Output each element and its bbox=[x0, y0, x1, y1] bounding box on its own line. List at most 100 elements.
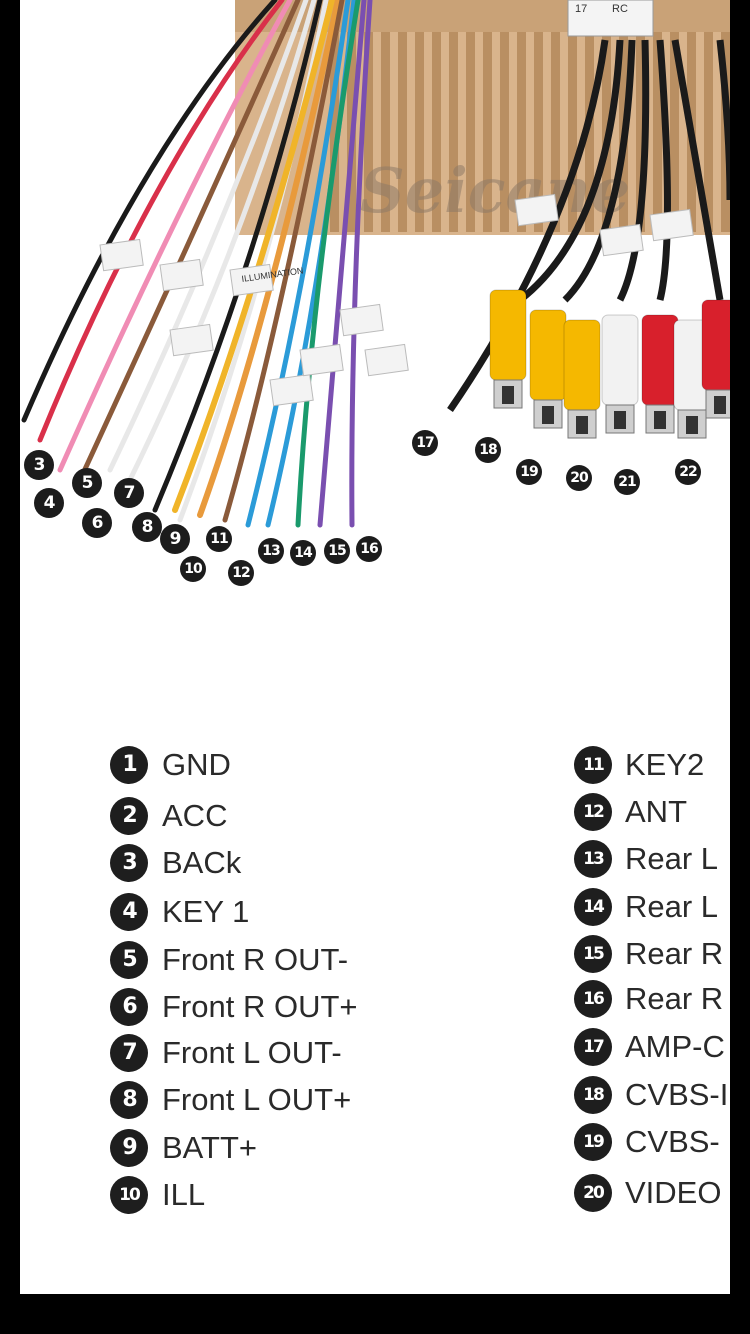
legend-number-badge: 9 bbox=[110, 1129, 148, 1167]
rca-plug-body bbox=[489, 289, 527, 381]
cable-tag bbox=[514, 193, 559, 227]
legend-label: Front L OUT- bbox=[162, 1035, 342, 1070]
fin bbox=[704, 32, 713, 232]
legend-number-badge: 6 bbox=[110, 988, 148, 1026]
legend-number-badge: 16 bbox=[574, 980, 612, 1018]
rca-plug-hole bbox=[576, 416, 588, 434]
legend-number-badge: 2 bbox=[110, 797, 148, 835]
fin bbox=[330, 32, 339, 232]
legend-label: Rear L bbox=[625, 889, 719, 924]
legend-number-badge: 3 bbox=[110, 844, 148, 882]
rca-plug-hole bbox=[542, 406, 554, 424]
legend-label: BACk bbox=[162, 845, 242, 880]
wire-number-badge: 19 bbox=[516, 459, 542, 485]
fin bbox=[636, 32, 645, 232]
fin bbox=[449, 32, 458, 232]
video-cable bbox=[716, 39, 730, 201]
rca-plug-body bbox=[529, 309, 567, 401]
legend-number-badge: 19 bbox=[574, 1123, 612, 1161]
wire-number-badge: 13 bbox=[258, 538, 284, 564]
legend-number-badge: 18 bbox=[574, 1076, 612, 1114]
legend-label: Rear L bbox=[625, 841, 719, 876]
fin bbox=[585, 32, 594, 232]
video-cable bbox=[671, 39, 724, 301]
wire bbox=[152, 0, 323, 513]
legend-number-badge: 7 bbox=[110, 1034, 148, 1072]
legend-label: ANT bbox=[625, 794, 687, 829]
fin bbox=[500, 32, 509, 232]
cable-tag bbox=[99, 238, 144, 272]
legend-label: Rear R bbox=[625, 936, 724, 971]
legend-number-badge: 11 bbox=[574, 746, 612, 784]
fin bbox=[381, 32, 390, 232]
legend-label: BATT+ bbox=[162, 1130, 258, 1165]
rca-connectors bbox=[489, 289, 730, 439]
legend-number-badge: 5 bbox=[110, 941, 148, 979]
connector-label-right: RC bbox=[612, 3, 628, 15]
legend-label: Front R OUT+ bbox=[162, 989, 358, 1024]
legend-label: ILL bbox=[162, 1177, 206, 1212]
legend-number-badge: 14 bbox=[574, 888, 612, 926]
wire-number-badge: 15 bbox=[324, 538, 350, 564]
connector-block bbox=[567, 0, 654, 37]
wire-bundle bbox=[21, 0, 730, 528]
legend-number-badge: 10 bbox=[110, 1176, 148, 1214]
wire-number-badge: 21 bbox=[614, 469, 640, 495]
legend-number-badge: 13 bbox=[574, 840, 612, 878]
cable-tags bbox=[99, 193, 694, 407]
rca-plug-body bbox=[641, 314, 679, 406]
legend-label: KEY 1 bbox=[162, 894, 250, 929]
rca-plug-body bbox=[563, 319, 601, 411]
rca-plug-body bbox=[601, 314, 639, 406]
cable-tag bbox=[599, 223, 644, 257]
legend-label: CVBS- bbox=[625, 1124, 720, 1159]
wire bbox=[295, 0, 361, 528]
wiring-harness-photo: Seicane 17 RC ILLUMINATION bbox=[21, 0, 730, 528]
fin bbox=[670, 32, 679, 232]
legend-number-badge: 15 bbox=[574, 935, 612, 973]
wire-number-badge: 10 bbox=[180, 556, 206, 582]
fin bbox=[364, 32, 373, 232]
wire-number-badge: 8 bbox=[132, 512, 162, 542]
wire-number-badge: 17 bbox=[412, 430, 438, 456]
rca-plug-body bbox=[701, 299, 730, 391]
wire bbox=[57, 0, 293, 473]
fin bbox=[466, 32, 475, 232]
legend-number-badge: 4 bbox=[110, 893, 148, 931]
wire bbox=[349, 0, 373, 528]
wire-number-badge: 16 bbox=[356, 536, 382, 562]
connector-label-left: 17 bbox=[575, 3, 587, 15]
legend-label: CVBS-I bbox=[625, 1077, 729, 1112]
video-cable bbox=[562, 39, 636, 303]
legend-number-badge: 12 bbox=[574, 793, 612, 831]
legend-number-badge: 17 bbox=[574, 1028, 612, 1066]
wire bbox=[222, 0, 345, 523]
fin bbox=[517, 32, 526, 232]
legend-label: VIDEO bbox=[625, 1175, 722, 1210]
rca-plug-hole bbox=[714, 396, 726, 414]
wire-number-badge: 12 bbox=[228, 560, 254, 586]
legend-label: AMP-C bbox=[625, 1029, 725, 1064]
cable-tag bbox=[649, 208, 694, 242]
wire bbox=[107, 0, 309, 473]
fin bbox=[398, 32, 407, 232]
wire-number-badge: 20 bbox=[566, 465, 592, 491]
wire-number-badge: 7 bbox=[114, 478, 144, 508]
wire-number-badge: 11 bbox=[206, 526, 232, 552]
wire-number-badge: 9 bbox=[160, 524, 190, 554]
wire bbox=[317, 0, 367, 528]
legend-label: Front R OUT- bbox=[162, 942, 349, 977]
legend-label: Front L OUT+ bbox=[162, 1082, 352, 1117]
video-cable bbox=[447, 39, 609, 412]
legend-label: ACC bbox=[162, 798, 228, 833]
fin bbox=[551, 32, 560, 232]
cable-tag bbox=[269, 373, 314, 407]
cable-tag bbox=[229, 263, 274, 297]
video-cable bbox=[616, 39, 650, 302]
video-cable bbox=[517, 39, 624, 303]
rca-plug-hole bbox=[654, 411, 666, 429]
wire-number-badge: 5 bbox=[72, 468, 102, 498]
cable-tag bbox=[299, 343, 344, 377]
wire-number-badge: 22 bbox=[675, 459, 701, 485]
